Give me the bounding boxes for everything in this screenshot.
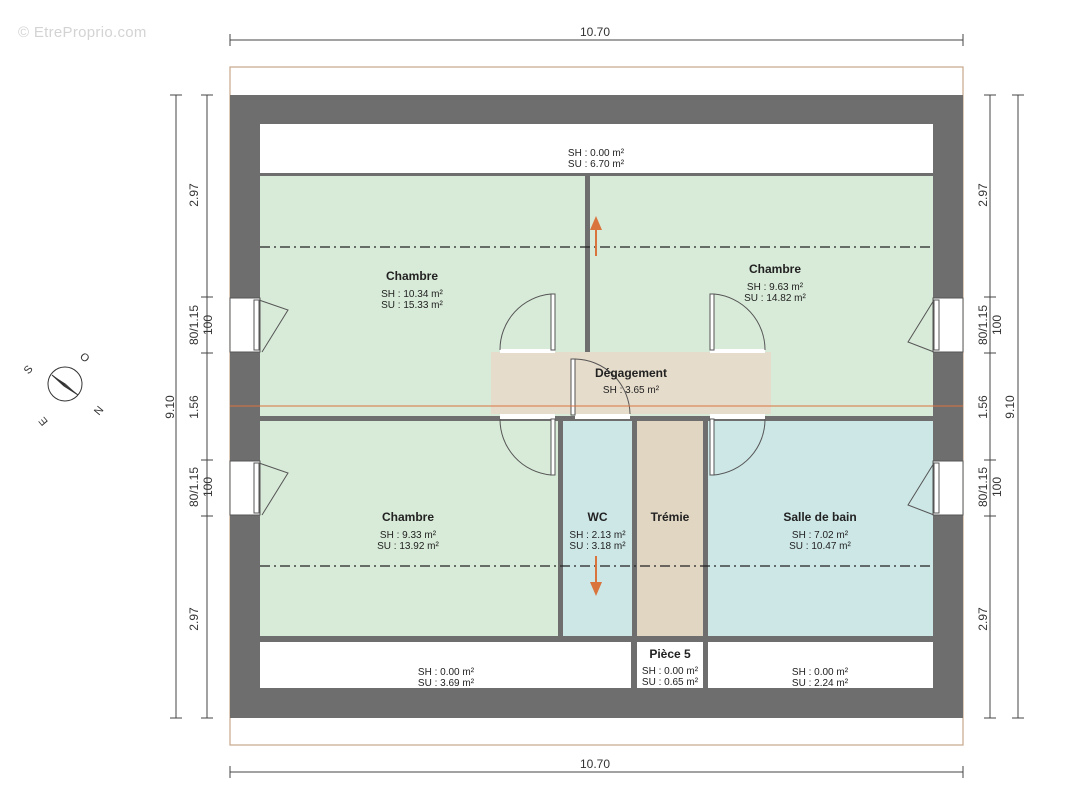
dim-left-seg: 2.97 (187, 183, 201, 207)
area-su: SU : 0.65 m² (641, 677, 699, 688)
room-tremie-info: Trémie (637, 510, 703, 524)
area-sh: SH : 9.63 m² (746, 282, 804, 293)
area-su: SU : 14.82 m² (744, 293, 806, 304)
area-sh: SH : 7.02 m² (791, 530, 849, 541)
area-sh: SH : 9.33 m² (379, 530, 437, 541)
room-wc (563, 421, 632, 636)
area-sh: SH : 2.13 m² (569, 530, 626, 541)
dim-height-left: 9.10 (163, 395, 177, 419)
dim-right-seg: 100 (990, 476, 1004, 498)
room-attic-top-info: SH : 0.00 m² SU : 6.70 m² (536, 148, 656, 170)
slope-lines (260, 246, 933, 567)
area-su: SU : 6.70 m² (567, 159, 625, 170)
dim-left-seg: 100 (201, 314, 215, 336)
room-chambre-sw-info: Chambre SH : 9.33 m² SU : 13.92 m² (348, 510, 468, 552)
room-chambre-sw (260, 421, 558, 636)
watermark: © EtreProprio.com (18, 24, 147, 41)
dim-left-seg: 100 (201, 476, 215, 498)
room-name: Chambre (385, 269, 438, 283)
room-attic-bottom-left-info: SH : 0.00 m² SU : 3.69 m² (386, 667, 506, 689)
area-su: SU : 3.18 m² (569, 541, 626, 552)
room-attic-top (260, 124, 933, 173)
dim-left-seg: 1.56 (187, 395, 201, 419)
room-name: WC (587, 510, 608, 524)
room-chambre-nw-info: Chambre SH : 10.34 m² SU : 15.33 m² (352, 269, 472, 311)
dim-left-seg: 80/1.15 (187, 466, 201, 508)
room-degagement-info: Dégagement SH : 3.65 m² (571, 366, 691, 396)
dim-right-seg: 1.56 (976, 395, 990, 419)
window-swings (253, 299, 940, 516)
area-su: SU : 3.69 m² (417, 678, 475, 689)
dimension-lines (170, 34, 1024, 778)
room-name: Salle de bain (783, 510, 857, 524)
area-su: SU : 2.24 m² (791, 678, 849, 689)
room-attic-bottom-right-info: SH : 0.00 m² SU : 2.24 m² (760, 667, 880, 689)
stair-arrows (590, 216, 602, 596)
room-piece5 (637, 642, 703, 688)
door-swings (499, 293, 766, 476)
room-chambre-ne-info: Chambre SH : 9.63 m² SU : 14.82 m² (715, 262, 835, 304)
dim-right-seg: 2.97 (976, 183, 990, 207)
area-sh: SH : 3.65 m² (602, 385, 660, 396)
room-attic-bottom-left (260, 642, 631, 688)
area-sh: SH : 0.00 m² (791, 667, 849, 678)
room-name: Trémie (650, 510, 690, 524)
area-sh: SH : 0.00 m² (641, 666, 699, 677)
dim-right-seg: 80/1.15 (976, 466, 990, 508)
dim-height-right: 9.10 (1003, 395, 1017, 419)
dim-width-bottom: 10.70 (579, 757, 611, 771)
room-tremie (637, 421, 703, 636)
room-name: Pièce 5 (649, 647, 691, 661)
area-su: SU : 10.47 m² (789, 541, 851, 552)
room-attic-bottom-right (708, 642, 933, 688)
compass-icon (47, 366, 83, 402)
room-name: Chambre (381, 510, 434, 524)
room-salle-de-bain-info: Salle de bain SH : 7.02 m² SU : 10.47 m² (760, 510, 880, 552)
dim-right-seg: 2.97 (976, 607, 990, 631)
dim-width-top: 10.70 (579, 25, 611, 39)
dim-left-seg: 2.97 (187, 607, 201, 631)
dim-left-seg: 80/1.15 (187, 304, 201, 346)
room-name: Chambre (748, 262, 801, 276)
area-sh: SH : 0.00 m² (417, 667, 475, 678)
room-salle-de-bain (708, 421, 933, 636)
area-su: SU : 13.92 m² (377, 541, 439, 552)
door-openings (500, 349, 765, 419)
area-su: SU : 15.33 m² (381, 300, 443, 311)
dim-right-seg: 80/1.15 (976, 304, 990, 346)
dim-right-seg: 100 (990, 314, 1004, 336)
area-sh: SH : 10.34 m² (381, 289, 443, 300)
area-sh: SH : 0.00 m² (567, 148, 625, 159)
room-piece5-info: Pièce 5 SH : 0.00 m² SU : 0.65 m² (632, 647, 708, 688)
room-wc-info: WC SH : 2.13 m² SU : 3.18 m² (563, 510, 632, 552)
room-name: Dégagement (594, 366, 668, 380)
room-degagement (491, 352, 771, 414)
